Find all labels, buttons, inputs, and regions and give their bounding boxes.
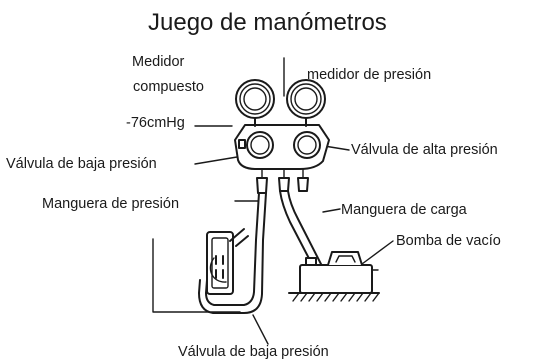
high-pressure-valve-knob: [293, 131, 321, 159]
label-compound-gauge-line1: Medidor: [132, 54, 185, 70]
leader-lines: [194, 57, 394, 345]
diagram-title: Juego de manómetros: [148, 9, 387, 36]
compound-gauge: [235, 79, 275, 127]
label-high-pressure-valve: Válvula de alta presión: [351, 142, 498, 158]
pressure-gauge: [286, 79, 326, 127]
label-low-pressure-valve: Válvula de baja presión: [6, 156, 157, 172]
ground-hatching: [288, 292, 380, 302]
label-pressure-hose: Manguera de presión: [42, 196, 179, 212]
low-pressure-valve-knob: [246, 131, 274, 159]
label-charge-hose: Manguera de carga: [341, 202, 468, 218]
pressure-hose: [198, 192, 267, 314]
label-low-pressure-valve-bottom: Válvula de baja presión: [178, 344, 329, 360]
hose-fittings: [256, 177, 309, 194]
vacuum-pump: [299, 251, 379, 294]
label-pressure-gauge: medidor de presión: [307, 67, 431, 83]
label-vacuum-reading: -76cmHg: [126, 115, 185, 131]
charge-hose: [279, 190, 324, 271]
label-compound-gauge-line2: compuesto: [133, 79, 204, 95]
wall-outlet: [206, 228, 249, 295]
label-vacuum-pump: Bomba de vacío: [396, 233, 501, 249]
